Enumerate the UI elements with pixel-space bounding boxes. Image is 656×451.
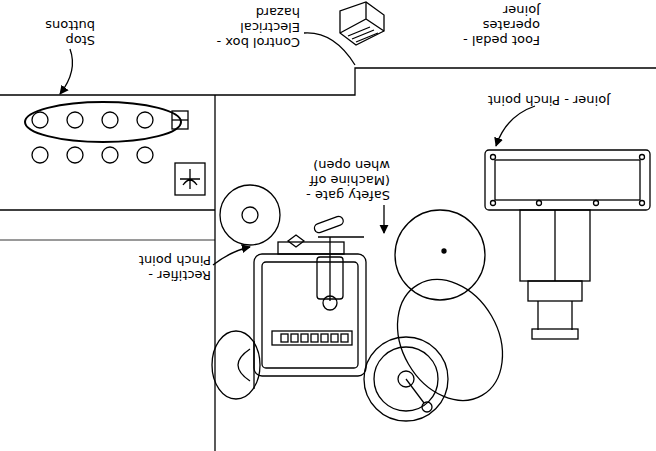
- joiner-machine: [485, 150, 650, 339]
- joiner-machine: [640, 155, 645, 160]
- leader-line: [304, 33, 355, 65]
- joiner-machine: [485, 150, 650, 210]
- wheel: [442, 249, 446, 253]
- round-plate: [406, 379, 424, 403]
- leader-arrow: [213, 247, 250, 265]
- safety-gate: [329, 237, 330, 301]
- rectifier-machine: [291, 334, 298, 342]
- rectifier-machine: [301, 334, 308, 342]
- panel-outline: [214, 95, 215, 451]
- stop-button: [32, 147, 48, 163]
- foot-pedal: [340, 2, 384, 45]
- joiner-machine: [594, 201, 599, 206]
- rectifier-machine: [331, 334, 338, 342]
- joiner-machine: [520, 210, 590, 281]
- round-plate: [422, 402, 432, 412]
- joiner-machine: [495, 160, 640, 200]
- rectifier-machine: [278, 242, 344, 254]
- panel-outline: [0, 68, 656, 95]
- stop-button: [67, 112, 83, 128]
- stop-button: [102, 147, 118, 163]
- rectifier-machine: [253, 341, 254, 389]
- stop-button: [137, 147, 153, 163]
- foot-pedal: [348, 27, 378, 42]
- control-box-symbol: [172, 119, 188, 120]
- joiner-machine: [571, 301, 572, 330]
- joiner-machine: [491, 201, 496, 206]
- wheel: [395, 210, 485, 300]
- control-box-symbol: [172, 111, 188, 129]
- panel-outline: [0, 240, 215, 241]
- rectifier-machine: [341, 334, 348, 342]
- stop-button-oval: [25, 102, 181, 142]
- hazard-label: Control box - Electrical hazard: [210, 5, 300, 50]
- hazard-label: Rectifier - Pinch point: [129, 253, 211, 283]
- joiner-machine: [554, 210, 555, 281]
- safety-gate: [317, 257, 343, 299]
- joiner-machine: [528, 281, 582, 301]
- safety-gate: [288, 235, 364, 310]
- foot-pedal: [340, 2, 384, 45]
- slotted-wheel: [313, 215, 344, 234]
- rectifier-machine: [212, 242, 366, 399]
- part-label: Foot pedal - operates Joiner: [450, 3, 540, 48]
- panel-outline: [0, 68, 656, 451]
- stop-button: [67, 147, 83, 163]
- rectifier-machine: [212, 331, 260, 399]
- rectifier-machine: [238, 349, 250, 381]
- leader-arrow: [60, 49, 72, 94]
- control-box-symbol: [175, 163, 205, 195]
- oval-housing: [376, 261, 523, 420]
- stop-button: [102, 112, 118, 128]
- leader-arrow: [60, 49, 535, 265]
- rectifier-machine: [281, 334, 288, 342]
- control-box-symbol: [172, 111, 205, 195]
- safety-gate: [288, 235, 304, 247]
- rectifier-machine: [254, 254, 366, 376]
- round-plate: [374, 347, 438, 411]
- leader-arrow: [383, 205, 384, 233]
- hazard-label: Joiner - Pinch point: [410, 93, 610, 108]
- part-label: Stop buttons: [35, 18, 95, 48]
- safety-gate: [323, 296, 337, 310]
- joiner-machine: [532, 329, 578, 339]
- stop-button: [32, 112, 48, 128]
- rectifier-machine: [321, 334, 328, 342]
- joiner-machine: [640, 201, 645, 206]
- round-plate: [364, 337, 448, 421]
- safety-gate: [318, 236, 364, 237]
- rectifier-machine: [311, 334, 318, 342]
- stop-button: [137, 112, 153, 128]
- joiner-machine: [537, 201, 542, 206]
- round-plate: [364, 337, 448, 421]
- slotted-wheel: [242, 207, 258, 223]
- panel-outline: [0, 209, 215, 210]
- stop-button-oval: [25, 102, 181, 142]
- leader-line: [304, 33, 355, 65]
- rectifier-machine: [272, 331, 352, 345]
- leader-arrow: [496, 106, 535, 146]
- joiner-machine: [537, 301, 538, 330]
- wheel: [395, 210, 485, 300]
- part-label: Safety gate - (Machine off when open): [278, 158, 390, 203]
- control-box-symbol: [180, 169, 200, 189]
- foot-pedal: [340, 2, 384, 33]
- joiner-machine: [491, 155, 496, 160]
- oval-housing: [376, 261, 523, 420]
- slotted-wheel: [220, 185, 280, 245]
